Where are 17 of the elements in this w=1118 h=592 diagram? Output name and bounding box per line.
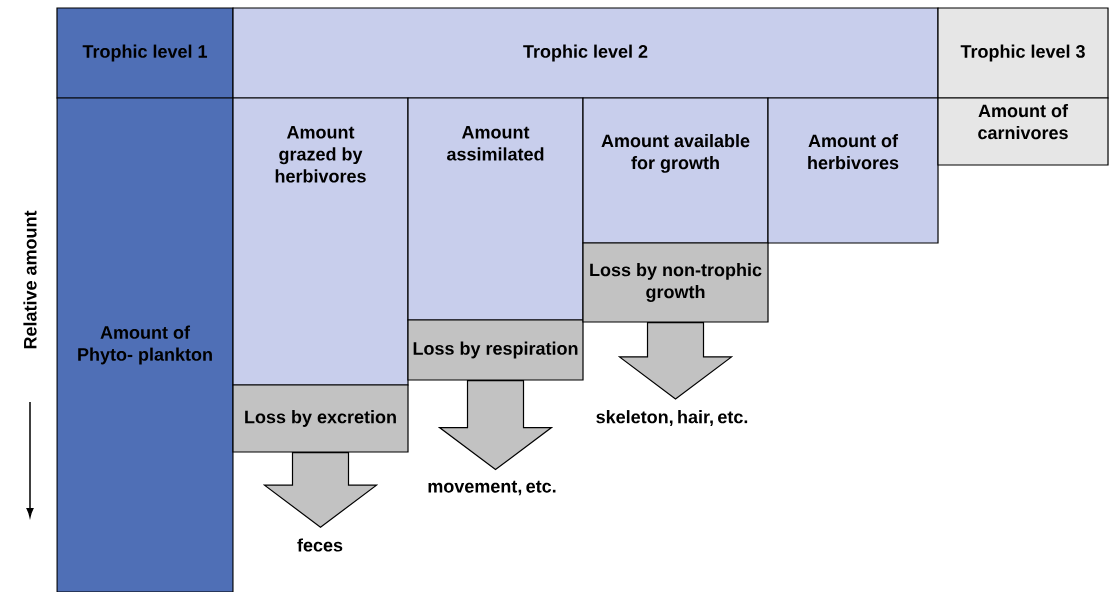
loss-box: Loss by excretion [232,384,409,453]
header-box: Trophic level 3 [937,7,1109,99]
axis-label: Relative amount [23,210,37,349]
header-box: Trophic level 1 [56,7,234,99]
loss-box: Loss by respiration [407,319,584,381]
loss-box: Loss by non-trophic growth [582,242,769,323]
outcome-text: feces [297,538,343,552]
block-arrow [262,452,379,528]
outcome-text: skeleton, hair, etc. [596,410,748,426]
outcome-text: movement, etc. [428,480,556,496]
block-arrow [437,380,554,471]
amount-box: Amount available for growth [582,97,769,244]
amount-box: Amount assimilated [407,97,584,321]
amount-box: Amount of herbivores [767,97,939,244]
amount-box: Amount of carnivores [937,97,1109,166]
block-arrow [617,322,734,400]
amount-box: Amount grazed by herbivores [232,97,409,386]
